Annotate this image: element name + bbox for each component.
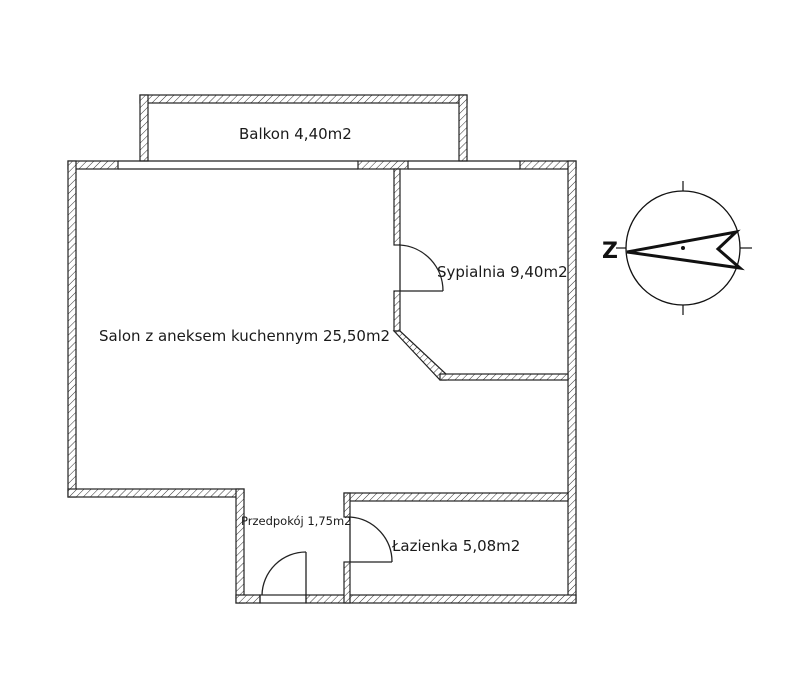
room-label-salon: Salon z aneksem kuchennym 25,50m2 [99,327,390,345]
bedroom-wall-left-lower [393,290,401,332]
bathroom-wall-top [343,492,569,502]
door-bedroom [399,244,444,292]
room-label-przedpokoj: Przedpokój 1,75m2 [241,514,351,528]
hall-wall-left [235,488,245,604]
outer-wall-right [567,160,577,604]
bedroom-wall-left-upper [393,168,401,246]
compass-letter: Z [602,239,618,264]
bathroom-wall-left-lower [343,561,351,604]
outer-wall-lower-left [67,488,245,498]
compass-arrow-icon [626,229,745,271]
doors [261,244,444,596]
door-bathroom [349,516,393,563]
bathroom-wall-left-upper [343,492,351,518]
outer-wall-top-2 [357,160,409,170]
balcony-wall-right [458,94,468,162]
door-entrance [261,551,307,596]
windows [118,160,520,604]
balcony-wall-left [139,94,149,162]
balcony-wall-top [139,94,468,104]
room-label-sypialnia: Sypialnia 9,40m2 [437,263,568,281]
bedroom-wall-chamfer [392,330,447,381]
outer-wall-left [67,160,77,498]
outer-wall-bottom-1 [235,594,261,604]
room-label-balkon: Balkon 4,40m2 [239,125,352,143]
compass: Z [602,181,752,315]
bedroom-wall-bottom [439,373,569,381]
room-label-lazienka: Łazienka 5,08m2 [391,537,520,555]
walls [67,94,577,604]
room-labels: Balkon 4,40m2 Sypialnia 9,40m2 Salon z a… [99,125,568,555]
